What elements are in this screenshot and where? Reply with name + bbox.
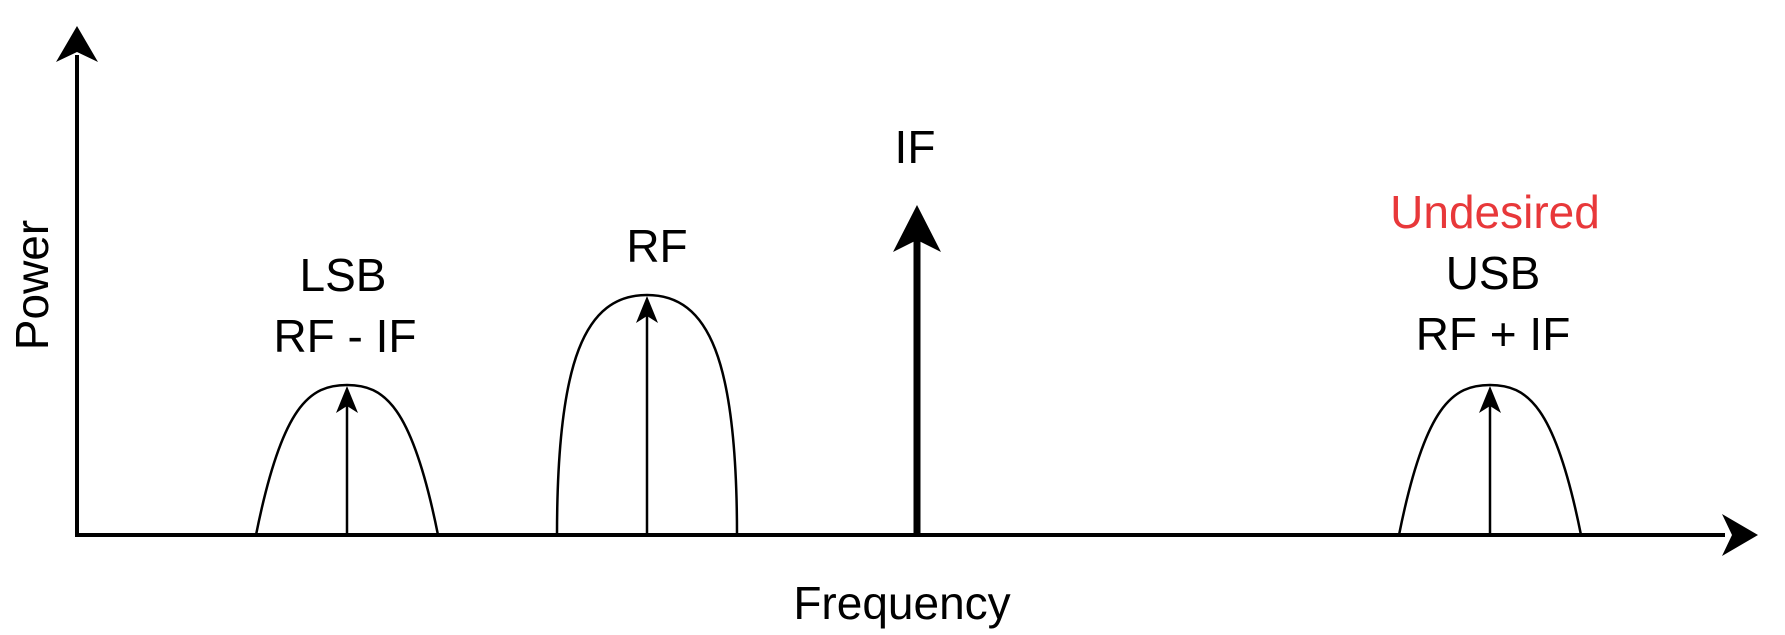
usb-envelope [1397,383,1583,536]
y-axis-arrowhead [56,26,98,62]
y-axis-label: Power [6,220,58,350]
rf-envelope [555,293,739,536]
usb-arrowhead [1479,386,1501,413]
usb-undesired-note: Undesired [1390,186,1600,238]
x-axis-label: Frequency [793,577,1010,629]
y-axis [56,26,98,537]
usb-label: USB [1446,247,1541,299]
lsb-arrowhead [336,386,358,413]
rf-signal [555,293,739,536]
if-signal [893,205,941,535]
usb-signal [1397,383,1583,536]
rf-label: RF [626,220,687,272]
x-axis-arrowhead [1722,514,1758,556]
lsb-signal [254,383,440,536]
x-axis [75,514,1758,556]
lsb-envelope [254,383,440,536]
lsb-label: LSB [300,249,387,301]
if-arrowhead [893,205,941,252]
lsb-formula: RF - IF [273,310,416,362]
if-label: IF [895,121,936,173]
rf-arrowhead [636,296,658,323]
usb-formula: RF + IF [1416,308,1571,360]
